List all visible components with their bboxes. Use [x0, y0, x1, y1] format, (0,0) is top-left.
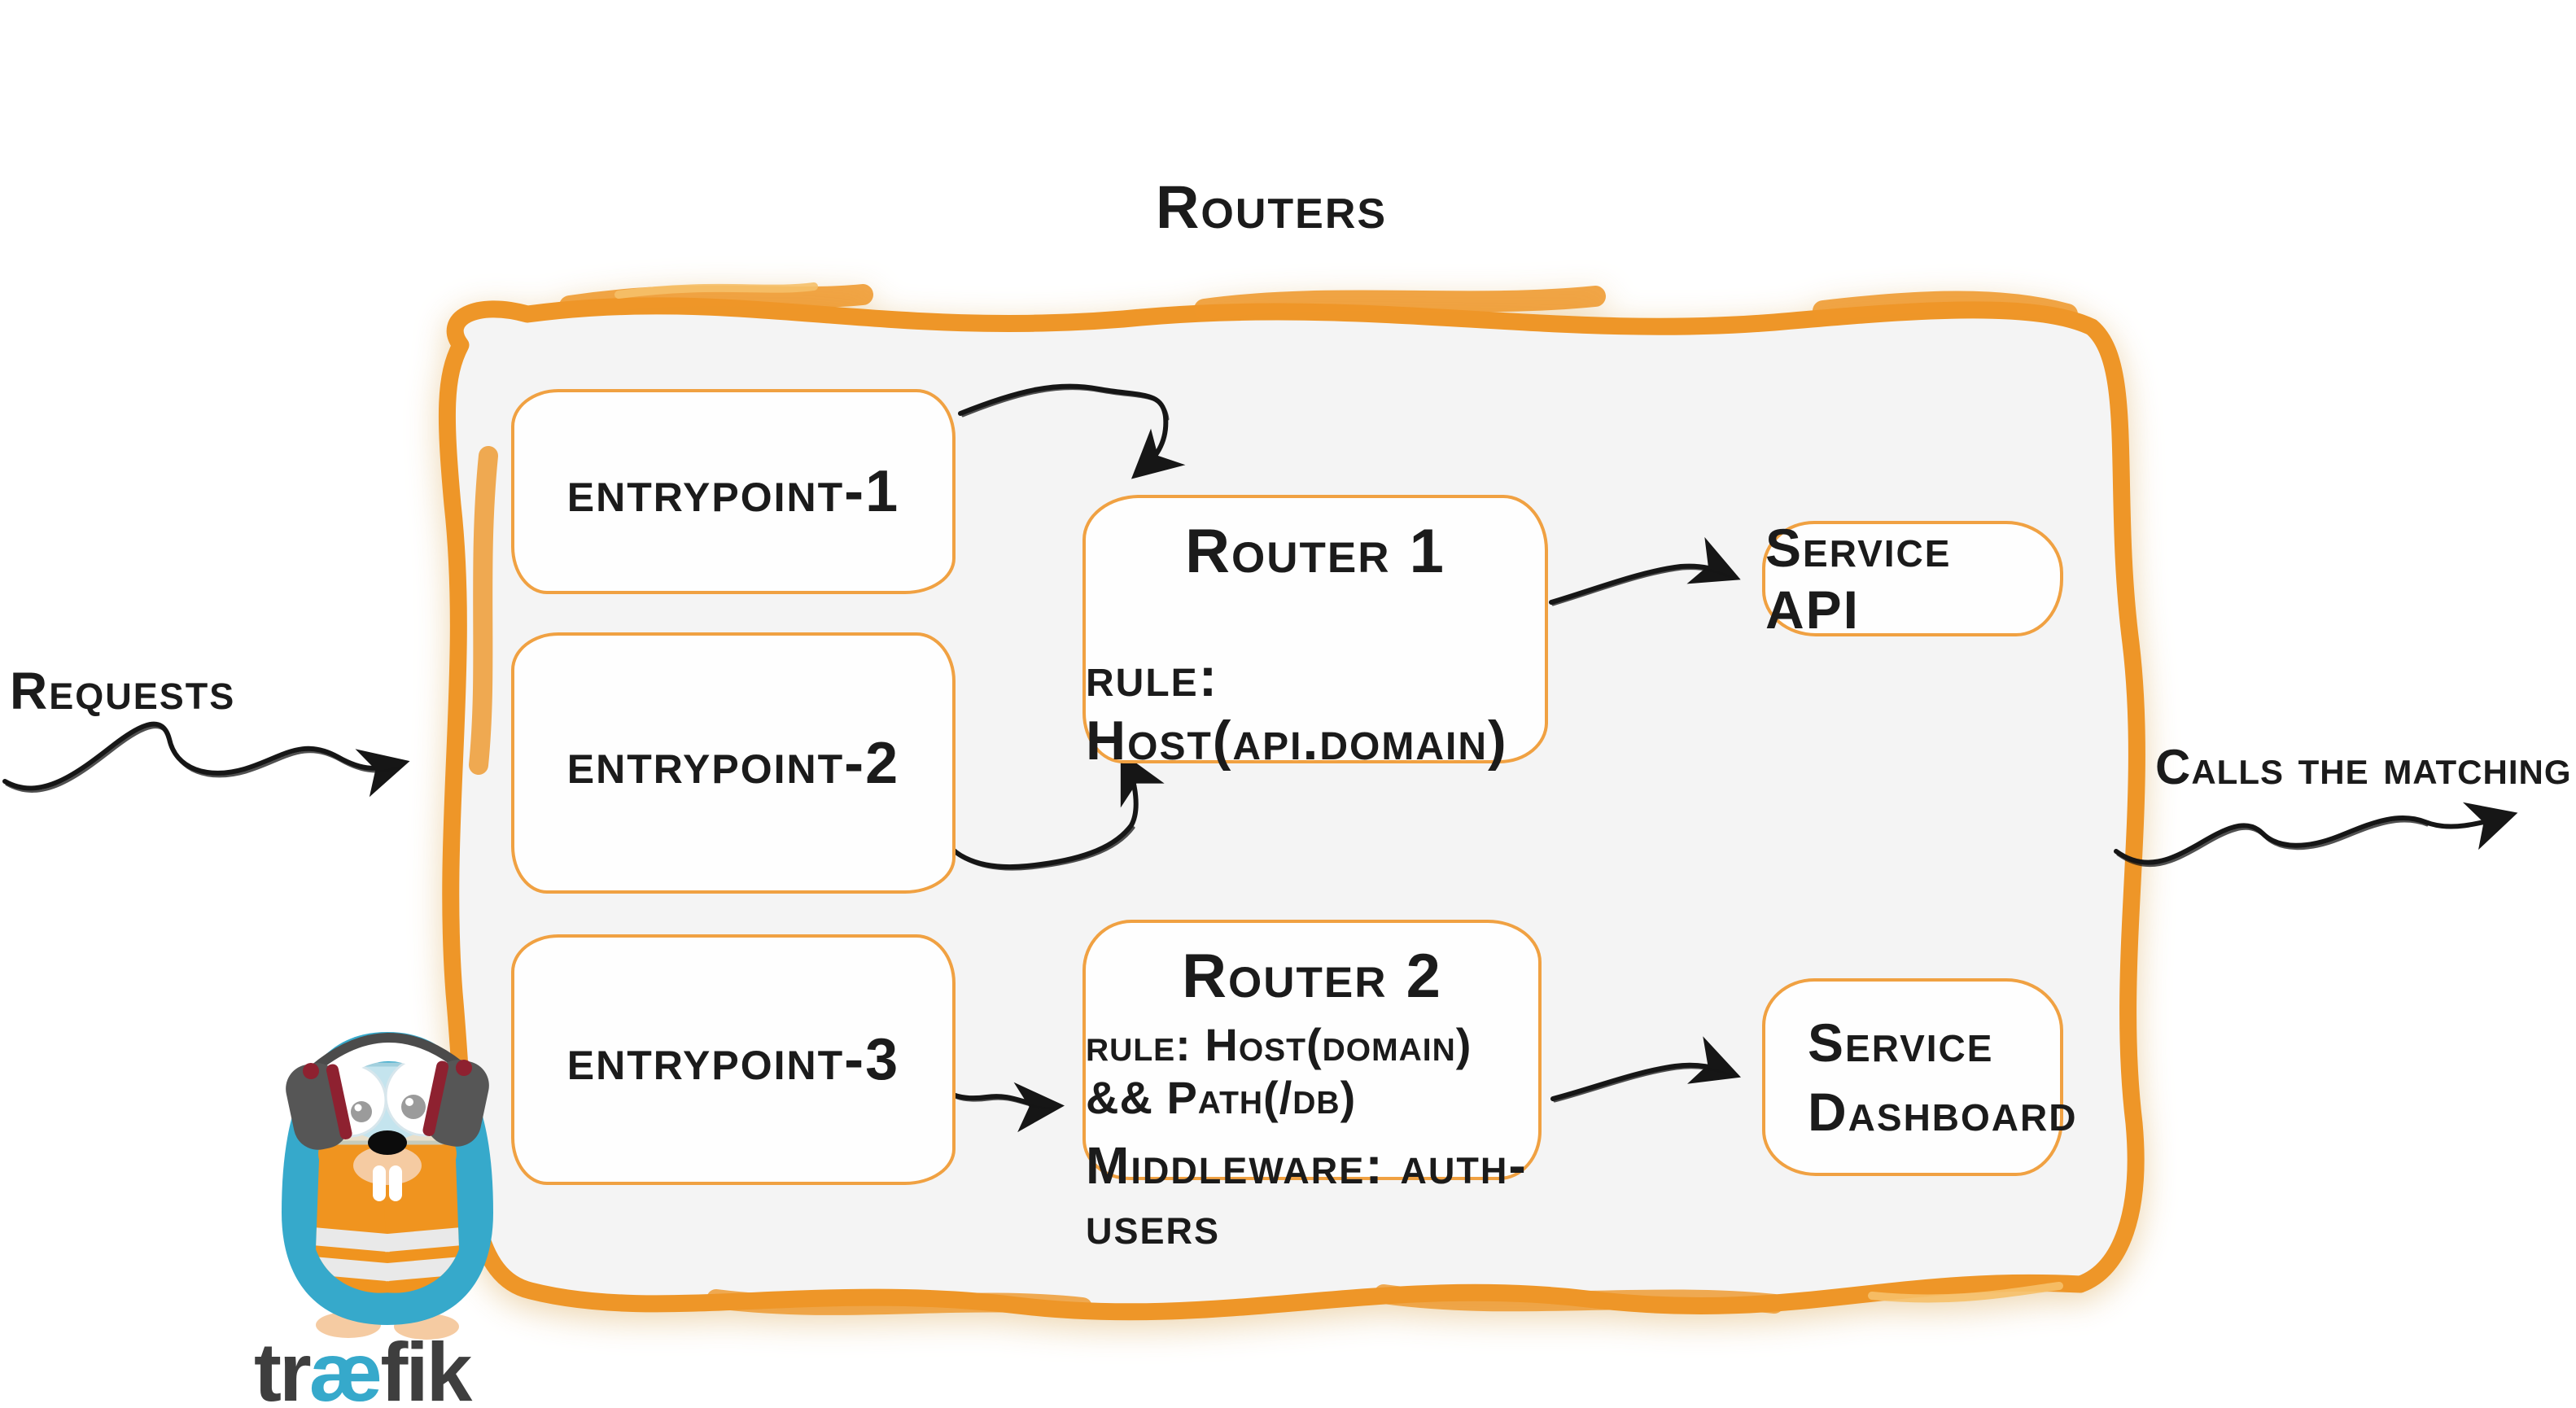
router-2-middleware: Middleware: auth-users	[1086, 1136, 1528, 1255]
service-api-label: Service API	[1765, 518, 1952, 640]
entrypoint-1-label: entrypoint-1	[566, 459, 900, 524]
calls-matching-server-arrow	[2114, 802, 2518, 868]
traefik-wordmark: træfik	[254, 1325, 472, 1408]
entrypoint-3-label: entrypoint-3	[566, 1027, 900, 1092]
wordmark-part-fik: fik	[380, 1326, 472, 1408]
traefik-mascot	[282, 1032, 493, 1340]
service-dashboard-label-line1: Service	[1808, 1012, 1994, 1073]
entrypoint-1-box: entrypoint-1	[511, 389, 956, 594]
router-2-box: Router 2 rule: Host(domain) && Path(/db)…	[1082, 920, 1542, 1255]
router-1-rule: rule: Host(api.domain)	[1086, 646, 1508, 772]
router-1-title: Router 1	[1185, 517, 1445, 586]
calls-matching-server-label: Calls the matching server	[2155, 740, 2576, 794]
router-2-rule: rule: Host(domain) && Path(/db)	[1086, 1019, 1472, 1123]
requests-arrow	[2, 721, 410, 798]
entrypoint-2-box: entrypoint-2	[511, 632, 956, 894]
mascot-muzzle	[353, 1146, 422, 1185]
wordmark-part-ae: æ	[308, 1326, 383, 1408]
service-api-box: Service API	[1762, 518, 2063, 640]
mascot-tooth	[389, 1165, 402, 1201]
mascot-nose	[368, 1130, 407, 1155]
entrypoint-3-box: entrypoint-3	[511, 934, 956, 1185]
requests-label: Requests	[10, 662, 236, 720]
service-dashboard-box: Service Dashboard	[1762, 978, 2075, 1176]
wordmark-part-tr: tr	[254, 1326, 312, 1408]
mascot-vest	[316, 1131, 459, 1293]
service-dashboard-label-line2: Dashboard	[1808, 1081, 2078, 1142]
router-1-box: Router 1 rule: Host(api.domain)	[1082, 495, 1548, 772]
entrypoint1-to-router1-arrow	[958, 383, 1186, 479]
router2-to-service-dashboard-arrow	[1550, 1036, 1741, 1103]
router-2-title: Router 2	[1182, 942, 1442, 1011]
entrypoint-2-label: entrypoint-2	[566, 730, 900, 796]
mascot-tooth	[373, 1165, 386, 1201]
diagram-title: Routers	[1155, 173, 1388, 241]
headphones-icon	[286, 1033, 489, 1150]
router1-to-service-api-arrow	[1549, 536, 1741, 606]
